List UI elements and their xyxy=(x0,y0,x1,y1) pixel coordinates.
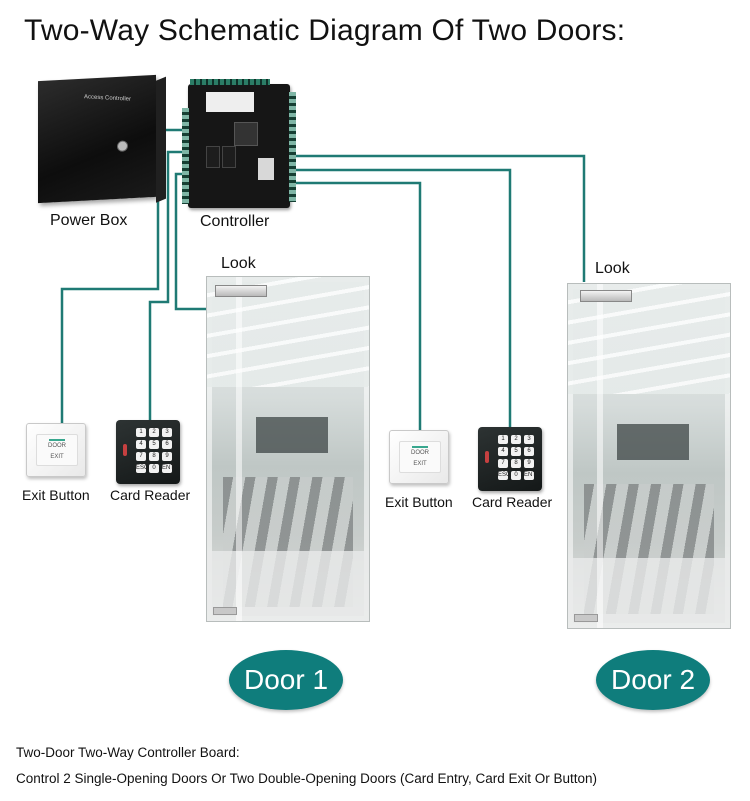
controller-sticker xyxy=(206,92,254,112)
door-reflection xyxy=(236,277,243,621)
door2-glass xyxy=(567,283,731,629)
keypad-key: ENT xyxy=(162,464,174,473)
keypad-key: 0 xyxy=(149,464,159,473)
controller-relay xyxy=(206,146,220,168)
door2-exit-button: DOOR EXIT xyxy=(389,430,449,484)
controller-relay xyxy=(222,146,236,168)
keypad-key: 3 xyxy=(524,435,534,444)
door2-exit-button-label: Exit Button xyxy=(385,494,453,510)
controller-terminal-right xyxy=(289,92,296,202)
door1-card-reader: 1 2 3 4 5 6 7 8 9 ESC 0 ENT xyxy=(116,420,180,484)
caption-line-1: Two-Door Two-Way Controller Board: xyxy=(16,745,240,760)
keypad-key: ESC xyxy=(498,471,511,480)
keypad-key: 8 xyxy=(511,459,521,468)
keypad-key: ESC xyxy=(136,464,149,473)
keypad-key: 6 xyxy=(162,440,172,449)
keypad-key: 9 xyxy=(524,459,534,468)
power-box-side xyxy=(156,76,166,203)
exit-button-face: DOOR EXIT xyxy=(399,441,441,473)
controller-chip xyxy=(234,122,258,146)
door2-magnetic-lock xyxy=(580,290,632,302)
keypad-key: 7 xyxy=(136,452,146,461)
card-reader-keypad: 1 2 3 4 5 6 7 8 9 ESC 0 ENT xyxy=(498,435,536,480)
keypad-key: 2 xyxy=(511,435,521,444)
door2-badge: Door 2 xyxy=(596,650,710,710)
keypad-key: 1 xyxy=(498,435,508,444)
door-hinge xyxy=(213,607,237,615)
caption-line-2: Control 2 Single-Opening Doors Or Two Do… xyxy=(16,771,598,786)
door2-lock-label: Look xyxy=(595,260,630,277)
keypad-key: 9 xyxy=(162,452,172,461)
exit-button-face-top: DOOR xyxy=(48,443,66,449)
door2-card-reader: 1 2 3 4 5 6 7 8 9 ESC 0 ENT xyxy=(478,427,542,491)
key-lock-icon xyxy=(117,140,128,152)
keypad-key: 3 xyxy=(162,428,172,437)
keypad-key: 8 xyxy=(149,452,159,461)
keypad-key: 0 xyxy=(511,471,521,480)
power-box-device-text: Access Controller xyxy=(84,94,132,103)
door2-card-reader-label: Card Reader xyxy=(472,494,553,510)
keypad-key: 4 xyxy=(498,447,508,456)
door1-exit-button-label: Exit Button xyxy=(22,487,90,503)
door-reflection xyxy=(568,284,730,394)
exit-button-face-top: DOOR xyxy=(411,450,429,456)
wire-door1-exit-button xyxy=(60,128,186,424)
key-icon: EXIT xyxy=(50,454,64,460)
door1-glass xyxy=(206,276,370,622)
wire-door2-card-reader xyxy=(290,168,512,428)
keypad-key: ENT xyxy=(524,471,536,480)
door1-card-reader-label: Card Reader xyxy=(110,487,191,503)
key-icon: EXIT xyxy=(413,461,427,467)
controller-label: Controller xyxy=(200,213,270,230)
wire-door1-card-reader xyxy=(148,150,186,422)
power-box-label: Power Box xyxy=(50,212,128,229)
exit-button-indicator xyxy=(412,446,428,448)
exit-button-indicator xyxy=(49,439,65,441)
keypad-key: 5 xyxy=(149,440,159,449)
card-reader-led xyxy=(485,451,489,463)
controller-terminal-top xyxy=(190,79,270,85)
keypad-key: 6 xyxy=(524,447,534,456)
controller-connector xyxy=(258,158,274,180)
keypad-key: 4 xyxy=(136,440,146,449)
door-hinge xyxy=(574,614,598,622)
wire-door2-lock xyxy=(290,154,586,282)
door-reflection xyxy=(597,284,604,628)
keypad-key: 7 xyxy=(498,459,508,468)
controller-terminal-left xyxy=(182,108,189,204)
wire-door1-lock xyxy=(174,172,210,311)
keypad-key: 2 xyxy=(149,428,159,437)
wire-door2-exit-button xyxy=(290,181,422,430)
door-reflection xyxy=(255,417,329,453)
page-title: Two-Way Schematic Diagram Of Two Doors: xyxy=(24,14,626,47)
power-box: Access Controller xyxy=(38,74,166,204)
card-reader-led xyxy=(123,444,127,456)
exit-button-face: DOOR EXIT xyxy=(36,434,78,466)
door1-lock-label: Look xyxy=(221,255,256,272)
door-reflection xyxy=(616,424,690,460)
door1-exit-button: DOOR EXIT xyxy=(26,423,86,477)
keypad-key: 5 xyxy=(511,447,521,456)
card-reader-keypad: 1 2 3 4 5 6 7 8 9 ESC 0 ENT xyxy=(136,428,174,473)
keypad-key: 1 xyxy=(136,428,146,437)
door1-badge: Door 1 xyxy=(229,650,343,710)
controller-board xyxy=(182,79,296,208)
door1-magnetic-lock xyxy=(215,285,267,297)
